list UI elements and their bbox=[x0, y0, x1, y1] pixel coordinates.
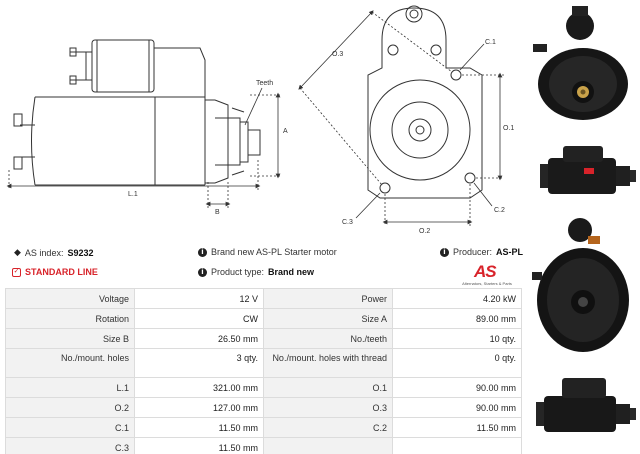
dim-label-o1: O.1 bbox=[503, 125, 514, 132]
standard-line-badge: ✓ STANDARD LINE bbox=[12, 267, 98, 277]
dim-label-o3: O.3 bbox=[332, 51, 343, 58]
teeth-label: Teeth bbox=[256, 80, 273, 87]
table-row: C.3 11.50 mm bbox=[5, 437, 522, 454]
product-type-label: Product type: bbox=[211, 267, 265, 277]
spec-key: L.1 bbox=[5, 377, 135, 398]
table-row: No./mount. holes 3 qty. No./mount. holes… bbox=[5, 348, 522, 378]
product-photo-front bbox=[528, 2, 638, 122]
dim-label-l1: L.1 bbox=[128, 191, 138, 198]
spec-value: 321.00 mm bbox=[134, 377, 264, 398]
logo-tagline: Alternators, Starters & Parts bbox=[462, 281, 512, 286]
table-row: Size B 26.50 mm No./teeth 10 qty. bbox=[5, 328, 522, 349]
product-type-info: i Product type: Brand new bbox=[198, 267, 314, 277]
table-row: L.1 321.00 mm O.1 90.00 mm bbox=[5, 377, 522, 398]
technical-drawings: Teeth L.1 A B O.3 O.1 O.2 C.1 C.2 C.3 bbox=[6, 5, 514, 235]
spec-value: 3 qty. bbox=[134, 348, 264, 378]
spec-value: 90.00 mm bbox=[392, 397, 522, 418]
spec-value: 10 qty. bbox=[392, 328, 522, 349]
spec-key: No./mount. holes bbox=[5, 348, 135, 378]
product-type-value: Brand new bbox=[268, 267, 315, 277]
spec-key: O.3 bbox=[263, 397, 393, 418]
as-pl-logo: AS Alternators, Starters & Parts bbox=[452, 262, 522, 288]
product-description: i Brand new AS-PL Starter motor bbox=[198, 247, 337, 257]
tag-icon: ◆ bbox=[14, 247, 21, 257]
spec-value: 11.50 mm bbox=[134, 437, 264, 454]
info-icon: i bbox=[198, 267, 207, 277]
dim-label-c2: C.2 bbox=[494, 207, 505, 214]
spec-value: 4.20 kW bbox=[392, 288, 522, 309]
info-icon: i bbox=[440, 247, 449, 257]
dim-label-b: B bbox=[215, 209, 220, 216]
dim-label-a: A bbox=[283, 128, 288, 135]
spec-value: 127.00 mm bbox=[134, 397, 264, 418]
table-row: C.1 11.50 mm C.2 11.50 mm bbox=[5, 417, 522, 438]
dim-label-o2: O.2 bbox=[419, 228, 430, 235]
spec-key: C.2 bbox=[263, 417, 393, 438]
producer-info: i Producer: AS-PL bbox=[440, 247, 523, 257]
info-icon: i bbox=[198, 247, 207, 257]
spec-value: 0 qty. bbox=[392, 348, 522, 378]
product-photo-side-2 bbox=[528, 366, 638, 450]
producer-value: AS-PL bbox=[496, 247, 524, 257]
product-photo-front-2 bbox=[528, 210, 638, 360]
spec-key: No./teeth bbox=[263, 328, 393, 349]
spec-value: 11.50 mm bbox=[392, 417, 522, 438]
spec-value: 11.50 mm bbox=[134, 417, 264, 438]
table-row: O.2 127.00 mm O.3 90.00 mm bbox=[5, 397, 522, 418]
spec-key: Size B bbox=[5, 328, 135, 349]
spec-key: Rotation bbox=[5, 308, 135, 329]
logo-mark: AS bbox=[474, 262, 497, 281]
front-view-drawing bbox=[367, 5, 483, 199]
spec-key: C.3 bbox=[5, 437, 135, 454]
spec-value: 26.50 mm bbox=[134, 328, 264, 349]
as-index-label: AS index: bbox=[24, 247, 64, 258]
spec-value bbox=[392, 437, 522, 454]
spec-value: 90.00 mm bbox=[392, 377, 522, 398]
spec-value: 12 V bbox=[134, 288, 264, 309]
spec-key: Power bbox=[263, 288, 393, 309]
description-text: Brand new AS-PL Starter motor bbox=[211, 247, 337, 257]
standard-line-text: STANDARD LINE bbox=[25, 267, 98, 277]
spec-key: C.1 bbox=[5, 417, 135, 438]
spec-value: 89.00 mm bbox=[392, 308, 522, 329]
dim-label-c1: C.1 bbox=[485, 39, 496, 46]
as-index-value: S9232 bbox=[67, 247, 94, 258]
spec-key: Voltage bbox=[5, 288, 135, 309]
spec-key bbox=[263, 437, 393, 454]
checkbox-icon: ✓ bbox=[12, 267, 21, 277]
table-row: Rotation CW Size A 89.00 mm bbox=[5, 308, 522, 329]
as-index-info: ◆ AS index: S9232 bbox=[14, 247, 93, 258]
product-photo-side bbox=[528, 138, 638, 206]
table-row: Voltage 12 V Power 4.20 kW bbox=[5, 288, 522, 309]
specifications-table: Voltage 12 V Power 4.20 kW Rotation CW S… bbox=[5, 288, 522, 454]
spec-value: CW bbox=[134, 308, 264, 329]
producer-label: Producer: bbox=[453, 247, 493, 257]
spec-key: No./mount. holes with thread bbox=[263, 348, 393, 378]
spec-key: Size A bbox=[263, 308, 393, 329]
dim-label-c3: C.3 bbox=[342, 219, 353, 226]
side-view-drawing bbox=[13, 39, 261, 186]
spec-key: O.2 bbox=[5, 397, 135, 418]
spec-key: O.1 bbox=[263, 377, 393, 398]
